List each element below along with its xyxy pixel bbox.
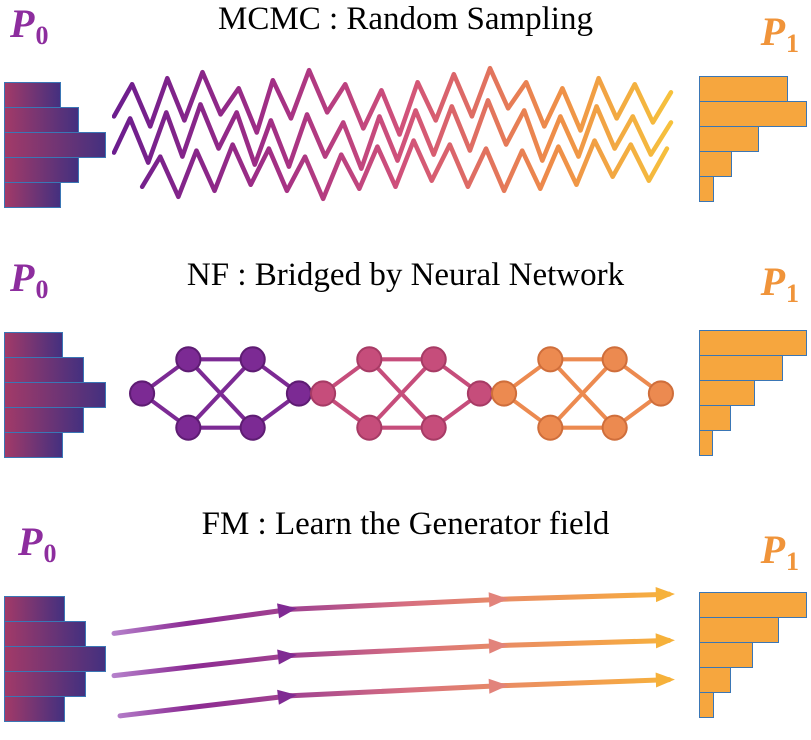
- histogram-bar: [699, 405, 731, 431]
- arrowhead-icon: [488, 592, 509, 608]
- arrowhead-icon: [277, 603, 297, 619]
- histogram-bar: [699, 692, 714, 718]
- arrowhead-icon: [655, 672, 675, 688]
- histogram-bar: [4, 132, 106, 158]
- histogram-bar: [4, 382, 106, 408]
- histogram-bar: [4, 182, 61, 208]
- p0-histogram-mcmc: [4, 82, 106, 208]
- histogram-bar: [4, 646, 106, 672]
- histogram-bar: [699, 330, 807, 356]
- arrowhead-icon: [488, 638, 509, 654]
- histogram-bar: [4, 332, 63, 358]
- p0-histogram-nf: [4, 332, 106, 458]
- p1-label: P1: [761, 10, 799, 59]
- arrowhead-icon: [655, 633, 675, 649]
- histogram-bar: [4, 696, 65, 722]
- neural-network-2: [309, 346, 493, 441]
- arrowhead-icon: [655, 587, 675, 603]
- histogram-bar: [699, 151, 732, 177]
- histogram-bar: [699, 126, 759, 152]
- p0-subscript: 0: [43, 539, 57, 568]
- generator-field-arrow-3: [117, 672, 675, 719]
- p1-label: P1: [761, 528, 799, 577]
- histogram-bar: [4, 357, 84, 383]
- histogram-bar: [4, 407, 84, 433]
- p1-histogram-mcmc: [699, 76, 807, 202]
- p0-histogram-fm: [4, 596, 106, 722]
- histogram-bar: [4, 671, 86, 697]
- neural-network-3: [490, 346, 674, 441]
- generator-field-arrow-2: [111, 633, 675, 679]
- row-title-fm: FM : Learn the Generator field: [201, 506, 610, 542]
- p0-base: P: [10, 255, 35, 300]
- histogram-bar: [4, 107, 79, 133]
- histogram-bar: [4, 82, 61, 108]
- p1-histogram-nf: [699, 330, 807, 456]
- histogram-bar: [4, 596, 65, 622]
- histogram-bar: [699, 667, 731, 693]
- nf-networks-figure: [129, 346, 674, 441]
- p1-base: P: [760, 259, 785, 304]
- histogram-bar: [699, 355, 783, 381]
- p0-base: P: [18, 519, 43, 564]
- row-title-mcmc: MCMC : Random Sampling: [218, 1, 593, 37]
- p0-label: P0: [10, 2, 48, 51]
- histogram-bar: [699, 380, 755, 406]
- sample-path-3: [139, 138, 670, 202]
- arrowhead-icon: [277, 689, 297, 705]
- histogram-bar: [4, 432, 63, 458]
- fm-arrows-figure: [111, 587, 675, 719]
- histogram-bar: [699, 176, 714, 202]
- generator-field-arrow-1: [111, 587, 675, 636]
- p1-label: P1: [761, 260, 799, 309]
- p0-subscript: 0: [35, 275, 49, 304]
- sample-path-1: [112, 65, 674, 137]
- p1-subscript: 1: [786, 29, 799, 58]
- histogram-bar: [699, 101, 807, 127]
- histogram-bar: [699, 592, 807, 618]
- p0-label: P0: [18, 520, 56, 569]
- mcmc-zigzag-figure: [112, 65, 674, 202]
- p0-subscript: 0: [35, 21, 49, 50]
- arrowhead-icon: [488, 678, 509, 694]
- histogram-bar: [4, 157, 79, 183]
- histogram-bar: [699, 617, 779, 643]
- histogram-bar: [699, 430, 713, 456]
- neural-network-1: [129, 346, 313, 441]
- arrowhead-icon: [277, 649, 297, 665]
- p1-base: P: [760, 527, 785, 572]
- histogram-bar: [4, 621, 86, 647]
- p1-base: P: [760, 9, 785, 54]
- sample-path-2: [112, 98, 674, 171]
- p1-subscript: 1: [786, 279, 799, 308]
- row-title-nf: NF : Bridged by Neural Network: [186, 257, 625, 293]
- histogram-bar: [699, 76, 788, 102]
- p0-label: P0: [10, 256, 48, 305]
- histogram-bar: [699, 642, 753, 668]
- p1-histogram-fm: [699, 592, 807, 718]
- p1-subscript: 1: [786, 547, 799, 576]
- p0-base: P: [10, 1, 35, 46]
